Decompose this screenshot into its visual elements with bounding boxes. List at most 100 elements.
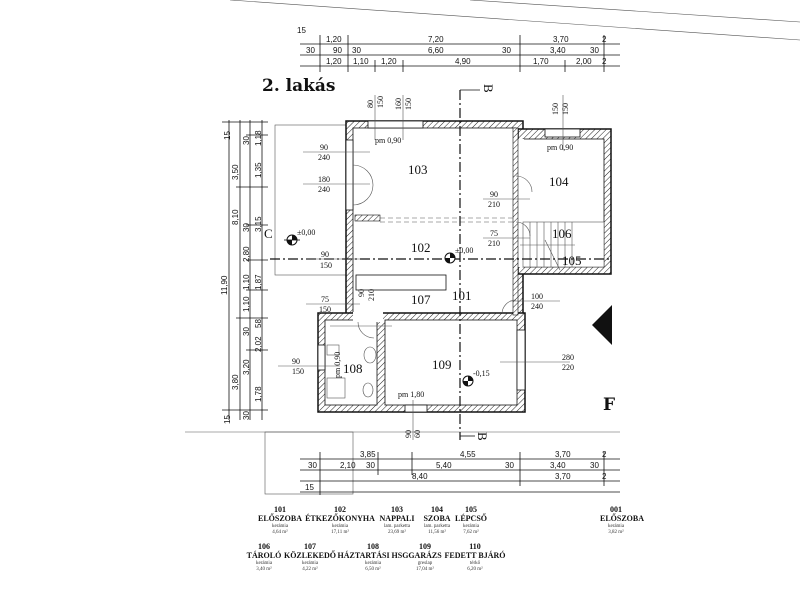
legend-text: 3,82 m² bbox=[608, 529, 624, 535]
legend-text: FEDETT BJÁRÓ bbox=[445, 550, 506, 560]
legend-text: kerámia bbox=[332, 524, 349, 529]
opening-height: 60 bbox=[413, 430, 422, 438]
legend-text: kerámia bbox=[463, 524, 480, 529]
legend-text: 103 bbox=[391, 505, 403, 514]
dim-left-c4: 3,15 bbox=[254, 216, 263, 232]
legend-text: kerámia bbox=[272, 524, 289, 529]
dim-left-c4: 1,18 bbox=[254, 130, 263, 146]
room-number: 105 bbox=[562, 253, 582, 268]
room-number: 104 bbox=[549, 174, 569, 189]
dim-bottom-r2: 3,40 bbox=[550, 461, 566, 470]
opening-height: 150 bbox=[292, 367, 304, 376]
walls bbox=[317, 120, 612, 413]
dim-left-c3: 30 bbox=[242, 136, 251, 145]
dim-left-c1: 15 bbox=[223, 415, 232, 424]
left-dimensions: 15 11,90 15 3,50 8,10 3,80 30 30 2,80 1,… bbox=[220, 120, 268, 424]
legend-text: 107 bbox=[304, 542, 316, 551]
legend-text: 4,22 m² bbox=[302, 566, 318, 572]
dim-left-c3: 1,10 bbox=[242, 296, 251, 312]
dim-top-r3: 2,00 bbox=[576, 57, 592, 66]
opening-width: 90 bbox=[320, 143, 328, 152]
legend-text: 11,56 m² bbox=[428, 529, 446, 535]
opening-height: 150 bbox=[319, 305, 331, 314]
dim-left-c4: 1,87 bbox=[254, 274, 263, 290]
legend-text: 109 bbox=[419, 542, 431, 551]
legend-text: 3,40 m² bbox=[256, 566, 272, 572]
legend-text: 106 bbox=[258, 542, 270, 551]
dim-top-r1: 2 bbox=[602, 35, 607, 44]
dim-top-r3: 1,20 bbox=[326, 57, 342, 66]
legend-text: ÉTKEZŐKONYHA bbox=[305, 513, 375, 523]
level-marker-icon bbox=[284, 234, 300, 246]
legend-text: 17,04 m² bbox=[416, 566, 434, 572]
room-number: 107 bbox=[411, 292, 431, 307]
dim-top-r3: 1,70 bbox=[533, 57, 549, 66]
north-arrow-icon bbox=[592, 305, 612, 345]
dim-bottom-r2: 30 bbox=[590, 461, 599, 470]
legend-text: kerámia bbox=[256, 561, 273, 566]
dim-bottom-r1: 4,55 bbox=[460, 450, 476, 459]
level-marker-icon bbox=[462, 375, 474, 387]
legend-text: 7,62 m² bbox=[463, 529, 479, 535]
opening-width: 100 bbox=[531, 292, 543, 301]
dim-top-r2: 30 bbox=[352, 46, 361, 55]
terrace-outline bbox=[274, 124, 348, 276]
dim-top-r2: 30 bbox=[502, 46, 511, 55]
dim-bottom-r2: 5,40 bbox=[436, 461, 452, 470]
legend-text: kerámia bbox=[365, 561, 382, 566]
legend-text: 102 bbox=[334, 505, 346, 514]
opening-width: 90 bbox=[404, 430, 413, 438]
opening-width: 90 bbox=[357, 289, 366, 297]
legend-text: térkő bbox=[470, 561, 481, 566]
room-number: 103 bbox=[408, 162, 428, 177]
opening-width: 160 bbox=[394, 98, 403, 110]
dim-bottom-r2: 2,10 bbox=[340, 461, 356, 470]
dim-bottom-r3: 2 bbox=[602, 472, 607, 481]
dim-left-c1: 11,90 bbox=[220, 275, 229, 295]
dim-top-header: 15 bbox=[297, 26, 306, 35]
legend-text: SZOBA bbox=[423, 514, 450, 523]
dim-left-c3: 1,10 bbox=[242, 274, 251, 290]
legend-text: GARÁZS bbox=[408, 550, 442, 560]
dim-top-r1: 3,70 bbox=[553, 35, 569, 44]
dim-left-c4: 2,02 bbox=[254, 336, 263, 352]
dim-left-c3: 30 bbox=[242, 411, 251, 420]
dim-top-r2: 30 bbox=[306, 46, 315, 55]
legend-text: kerámia bbox=[302, 561, 319, 566]
dim-bottom-r1: 3,85 bbox=[360, 450, 376, 459]
dim-left-c1: 15 bbox=[223, 131, 232, 140]
dim-top-r3: 4,90 bbox=[455, 57, 471, 66]
dim-top-r2: 6,60 bbox=[428, 46, 444, 55]
dim-top-r1: 1,20 bbox=[326, 35, 342, 44]
dim-left-c4: 1,35 bbox=[254, 162, 263, 178]
opening-width: 75 bbox=[321, 295, 329, 304]
opening-width: 280 bbox=[562, 353, 574, 362]
bottom-dimensions: 3,85 4,55 3,70 2 30 2,10 30 5,40 30 3,40… bbox=[300, 450, 620, 495]
room-number: 108 bbox=[343, 361, 363, 376]
section-c-label: C bbox=[264, 226, 273, 241]
dim-top-r2: 30 bbox=[590, 46, 599, 55]
dim-left-c3: 30 bbox=[242, 223, 251, 232]
opening-width: 90 bbox=[321, 250, 329, 259]
dim-bottom-r4: 15 bbox=[305, 483, 314, 492]
opening-height: 240 bbox=[318, 185, 330, 194]
level-marker-icon bbox=[444, 252, 456, 264]
room-number: 106 bbox=[552, 226, 572, 241]
opening-height: 150 bbox=[561, 103, 570, 115]
opening-width: 80 bbox=[366, 100, 375, 108]
legend-text: 23,69 m² bbox=[388, 529, 406, 535]
opening-height: 210 bbox=[488, 200, 500, 209]
sill-height: pm 0,90 bbox=[547, 143, 573, 152]
opening-height: 240 bbox=[531, 302, 543, 311]
dim-left-c3: 30 bbox=[242, 327, 251, 336]
level-label: ±0,00 bbox=[297, 228, 315, 237]
dim-bottom-r3: 8,40 bbox=[412, 472, 428, 481]
room-number: 102 bbox=[411, 240, 431, 255]
opening-height: 220 bbox=[562, 363, 574, 372]
